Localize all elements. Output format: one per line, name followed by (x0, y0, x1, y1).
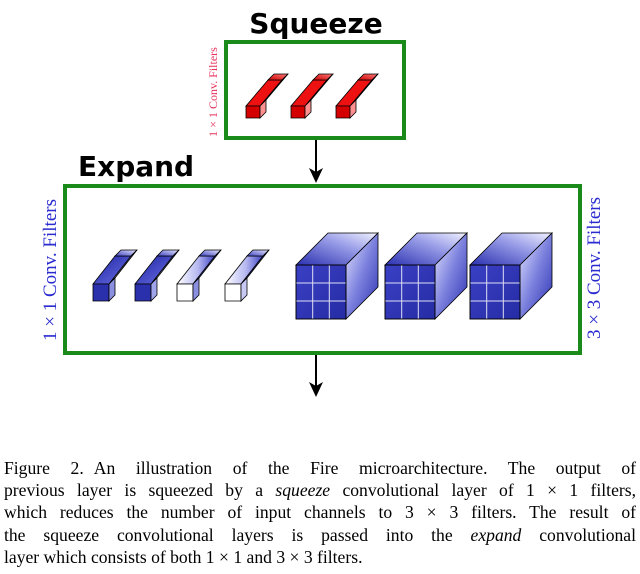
expand-1x1-filter-1 (92, 249, 138, 302)
expand-1x1-filter-label: 1 × 1 Conv. Filters (40, 199, 61, 341)
expand-1x1-filter-4 (224, 249, 270, 302)
caption-line-5: layer which consists of both 1 × 1 and 3… (4, 546, 363, 567)
expand-3x3-filter-1 (295, 232, 379, 320)
expand-emphasis: expand (470, 524, 522, 545)
expand-3x3-filter-2 (384, 232, 468, 320)
squeeze-filter-1 (245, 73, 289, 119)
caption-line-3: which reduces the number of input channe… (4, 502, 636, 523)
caption-line-2: previous layer is squeezed by a squeeze … (4, 480, 636, 501)
expand-box (63, 184, 582, 355)
figure-label: Figure 2. (4, 458, 84, 478)
squeeze-box (224, 40, 406, 140)
expand-3x3-filter-label: 3 × 3 Conv. Filters (584, 197, 605, 339)
figure-caption: Figure 2.An illustration of the Fire mic… (4, 457, 636, 568)
squeeze-filter-label: 1 × 1 Conv. Filters (206, 47, 220, 137)
caption-line-1: Figure 2.An illustration of the Fire mic… (4, 458, 636, 478)
squeeze-filter-2 (290, 73, 334, 119)
caption-line-4: the squeeze convolutional layers is pass… (4, 524, 636, 545)
squeeze-title: Squeeze (249, 7, 382, 40)
expand-3x3-filter-3 (469, 232, 553, 320)
arrow-output (309, 355, 323, 397)
expand-1x1-filters (92, 249, 270, 302)
expand-1x1-filter-2 (134, 249, 180, 302)
squeeze-emphasis: squeeze (275, 480, 331, 501)
squeeze-filter-3 (335, 73, 379, 119)
expand-title: Expand (78, 150, 194, 183)
arrow-squeeze-to-expand (309, 140, 323, 183)
squeeze-filters (245, 73, 379, 119)
expand-1x1-filter-3 (176, 249, 222, 302)
expand-3x3-filters (295, 232, 553, 320)
